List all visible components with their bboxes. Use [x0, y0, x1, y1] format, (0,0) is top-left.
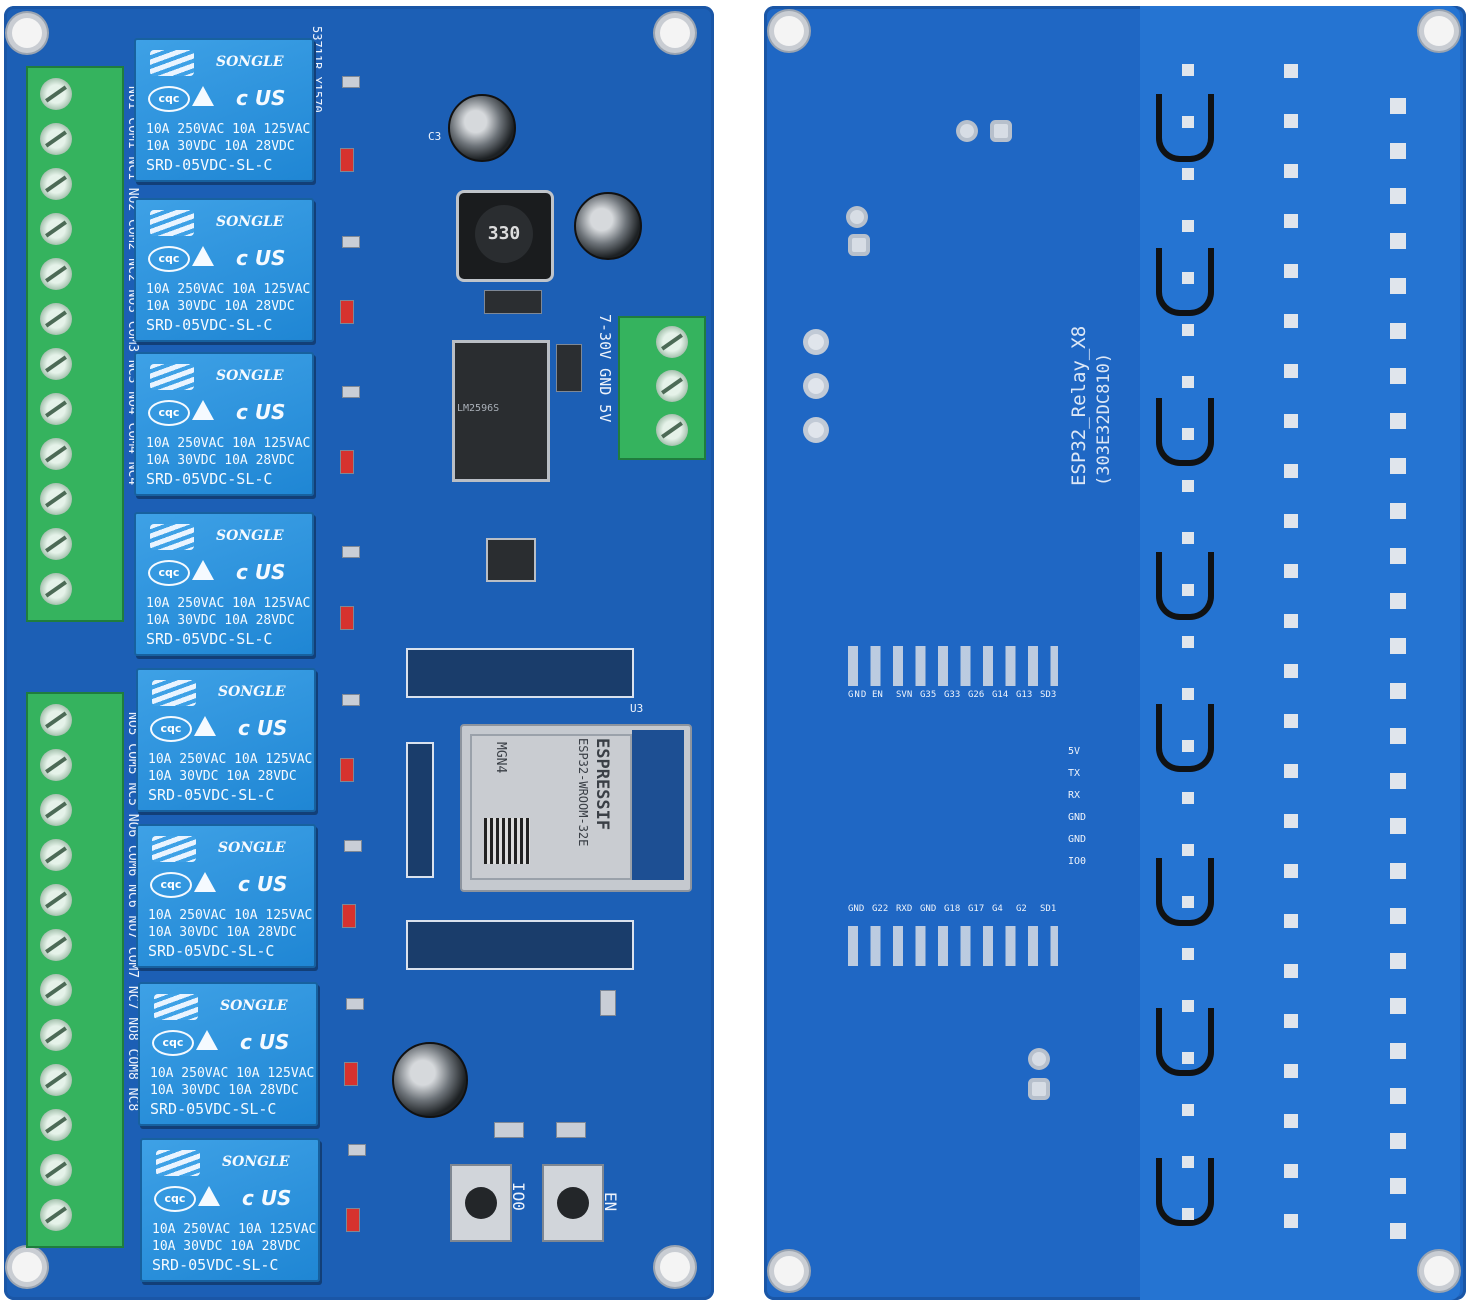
gpio-bottom-label-3: RXD [896, 904, 913, 914]
gpio-bottom-label-5: G18 [944, 904, 961, 914]
module-code: MGN4 [493, 742, 508, 774]
regulator-u1: LM2596S [452, 340, 550, 482]
en-button[interactable] [542, 1164, 604, 1242]
gpio-top-label-8: G13 [1016, 690, 1033, 700]
gpio-top-label-9: SD3 [1040, 690, 1057, 700]
gpio-bottom-label-4: GND [920, 904, 937, 914]
side-label-gnd2: GND [1068, 834, 1087, 845]
side-label-tx: TX [1068, 768, 1081, 779]
back-board: ESP32_Relay_X8 (303E32DC810) GND EN SVN … [764, 6, 1466, 1300]
resistor-r18 [556, 1122, 586, 1138]
mount-hole [774, 16, 804, 46]
gpio-top-label-2: EN [872, 690, 883, 700]
gpio-bottom-label-8: G2 [1016, 904, 1027, 914]
gpio-bottom-label-2: G22 [872, 904, 889, 914]
ldo-regulator [486, 538, 536, 582]
gpio-bottom-label-6: G17 [968, 904, 985, 914]
module-brand: ESPRESSIF [592, 738, 612, 831]
io0-button[interactable] [450, 1164, 512, 1242]
terminal-block-lower [26, 692, 124, 1248]
led-d20 [600, 990, 616, 1016]
relay-pad-column [1284, 64, 1298, 1244]
side-label-5v: 5V [1068, 746, 1081, 757]
side-label-rx: RX [1068, 790, 1081, 801]
gpio-top-label-6: G26 [968, 690, 985, 700]
terminal-block-upper [26, 66, 124, 622]
mount-hole [660, 1252, 690, 1282]
capacitor-c3 [448, 94, 516, 162]
gpio-pad-row-top [848, 646, 1058, 686]
pin-header-top [406, 648, 634, 698]
mount-hole [1424, 16, 1454, 46]
mount-hole [660, 18, 690, 48]
module-model: ESP32-WROOM-32E [576, 738, 590, 847]
gpio-pad-row-bottom [848, 926, 1058, 966]
gpio-bottom-label-1: GND [848, 904, 865, 914]
capacitor-c6 [392, 1042, 468, 1118]
diode-d5 [556, 344, 582, 392]
qr-code [484, 818, 530, 864]
gpio-bottom-label-9: SD1 [1040, 904, 1057, 914]
esp32-module: ESPRESSIF ESP32-WROOM-32E MGN4 [460, 724, 692, 892]
diode-d6 [484, 290, 542, 314]
mount-hole [12, 18, 42, 48]
back-title: ESP32_Relay_X8 [1068, 325, 1090, 486]
mount-hole [774, 1256, 804, 1286]
gpio-top-label-5: G33 [944, 690, 961, 700]
front-board: 53711R_Y1570 NO1 COM1 NC1 NO2 COM2 NC2 N… [4, 6, 714, 1300]
label-c3: C3 [428, 130, 442, 143]
gpio-top-label-7: G14 [992, 690, 1009, 700]
pin-header-bottom [406, 920, 634, 970]
power-terminal [618, 316, 706, 460]
gpio-top-label-1: GND [848, 690, 868, 700]
terminal-pad-column [1390, 98, 1406, 1258]
inductor: 330 [456, 190, 554, 282]
label-u3: U3 [630, 702, 644, 715]
capacitor-c4 [574, 192, 642, 260]
en-label: EN [601, 1192, 620, 1212]
back-code: (303E32DC810) [1094, 352, 1114, 486]
side-label-gnd1: GND [1068, 812, 1087, 823]
gpio-bottom-label-7: G4 [992, 904, 1003, 914]
gpio-top-label-4: G35 [920, 690, 937, 700]
gpio-top-label-3: SVN [896, 690, 913, 700]
resistor-r22 [494, 1122, 524, 1138]
power-label: 7-30V GND 5V [596, 314, 614, 423]
pin-header-side [406, 742, 434, 878]
mount-hole [12, 1252, 42, 1282]
side-label-io0: IO0 [1068, 856, 1087, 867]
mount-hole [1424, 1256, 1454, 1286]
relay-pad-column-2 [1182, 64, 1194, 1244]
io0-label: IO0 [509, 1182, 528, 1211]
